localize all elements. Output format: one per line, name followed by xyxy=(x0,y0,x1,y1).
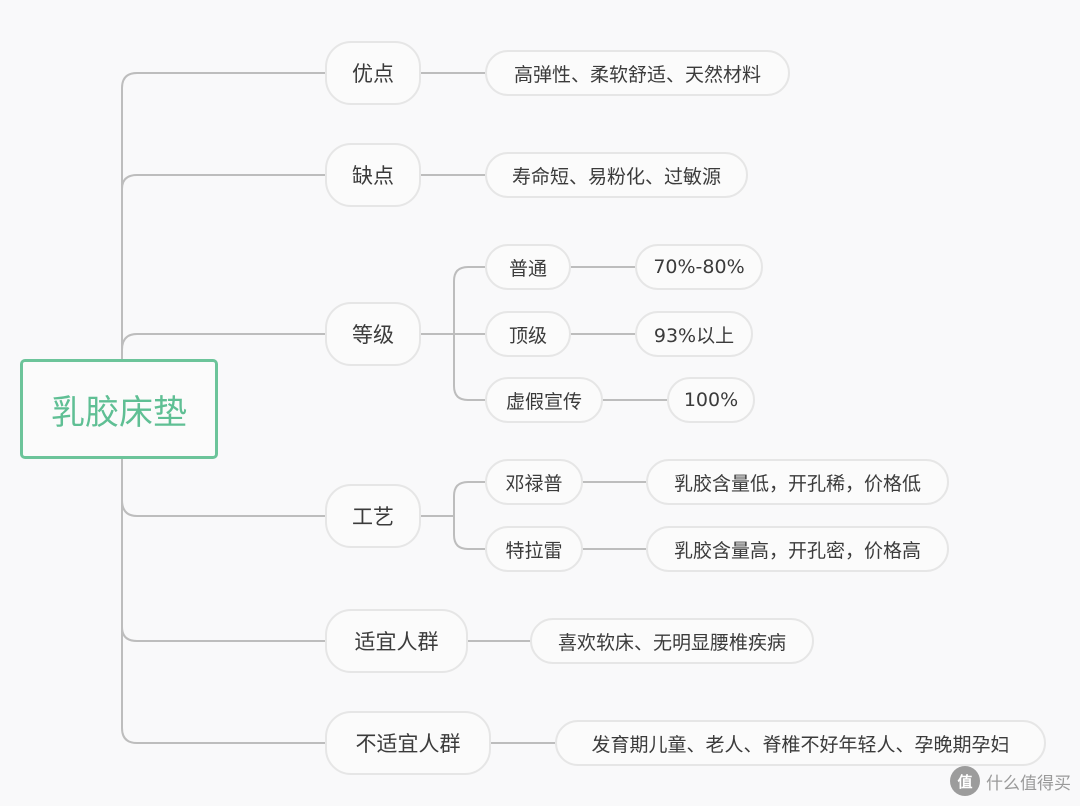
branch-node-cons[interactable]: 缺点 xyxy=(325,143,421,207)
root-node[interactable]: 乳胶床垫 xyxy=(20,359,218,459)
leaf-node[interactable]: 乳胶含量低，开孔稀，价格低 xyxy=(646,459,949,505)
connector-line xyxy=(453,481,485,516)
connector-line xyxy=(453,266,485,334)
leaf-node[interactable]: 乳胶含量高，开孔密，价格高 xyxy=(646,526,949,572)
watermark: 值 什么值得买 xyxy=(950,764,1071,798)
subbranch-node[interactable]: 特拉雷 xyxy=(485,526,583,572)
branch-node-process[interactable]: 工艺 xyxy=(325,484,421,548)
connector-line xyxy=(453,334,485,401)
leaf-node[interactable]: 高弹性、柔软舒适、天然材料 xyxy=(485,50,790,96)
leaf-node[interactable]: 93%以上 xyxy=(635,311,753,357)
connector-line xyxy=(121,626,326,642)
connector-line xyxy=(121,333,326,351)
connector-line xyxy=(121,459,326,744)
connector-line xyxy=(453,516,485,550)
smzdm-logo-icon: 值 xyxy=(950,766,980,796)
branch-node-unsuitable[interactable]: 不适宜人群 xyxy=(325,711,491,775)
watermark-text: 什么值得买 xyxy=(986,773,1071,794)
connector-line xyxy=(121,72,326,359)
leaf-node[interactable]: 寿命短、易粉化、过敏源 xyxy=(485,152,748,198)
subbranch-node[interactable]: 虚假宣传 xyxy=(485,377,603,423)
connector-line xyxy=(121,174,326,190)
leaf-node[interactable]: 70%-80% xyxy=(635,244,763,290)
branch-node-suitable[interactable]: 适宜人群 xyxy=(325,609,468,673)
branch-node-pros[interactable]: 优点 xyxy=(325,41,421,105)
leaf-node[interactable]: 100% xyxy=(667,377,755,423)
branch-node-grade[interactable]: 等级 xyxy=(325,302,421,366)
connector-line xyxy=(121,499,326,517)
leaf-node[interactable]: 喜欢软床、无明显腰椎疾病 xyxy=(530,618,814,664)
leaf-node[interactable]: 发育期儿童、老人、脊椎不好年轻人、孕晚期孕妇 xyxy=(555,720,1046,766)
subbranch-node[interactable]: 顶级 xyxy=(485,311,571,357)
subbranch-node[interactable]: 邓禄普 xyxy=(485,459,583,505)
subbranch-node[interactable]: 普通 xyxy=(485,244,571,290)
